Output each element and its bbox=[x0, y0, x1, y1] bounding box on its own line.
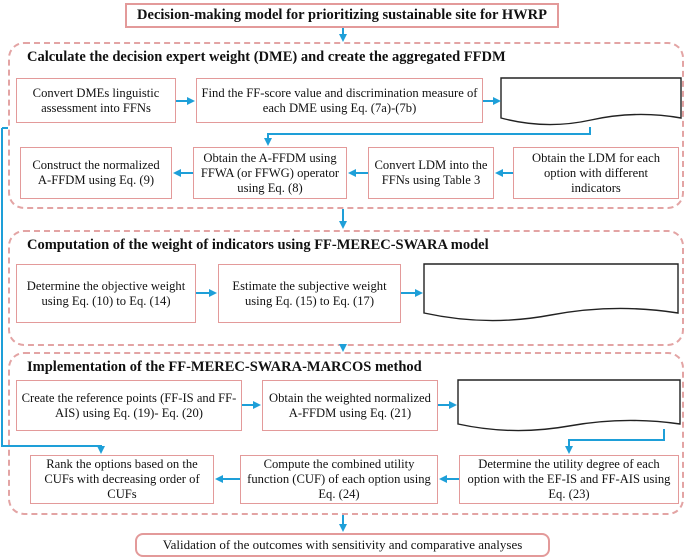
step-normalized-affdm: Construct the normalized A-FFDM using Eq… bbox=[20, 147, 172, 199]
diagram-title: Decision-making model for prioritizing s… bbox=[125, 3, 559, 28]
step-obtain-affdm: Obtain the A-FFDM using FFWA (or FFWG) o… bbox=[193, 147, 347, 199]
step-convert-ldm: Convert LDM into the FFNs using Table 3 bbox=[368, 147, 494, 199]
section-dme-weight-title: Calculate the decision expert weight (DM… bbox=[27, 49, 506, 65]
diagram-title-text: Decision-making model for prioritizing s… bbox=[137, 7, 547, 23]
section-dme-weight bbox=[8, 42, 684, 209]
section-indicator-weight-title: Computation of the weight of indicators … bbox=[27, 237, 489, 253]
validation-box: Validation of the outcomes with sensitiv… bbox=[135, 533, 550, 557]
step-weighted-sum-rating: Compute the weighted sum rating of each … bbox=[461, 387, 675, 416]
step-combined-utility: Compute the combined utility function (C… bbox=[240, 455, 438, 504]
step-reference-points: Create the reference points (FF-IS and F… bbox=[16, 380, 242, 431]
step-objective-weight: Determine the objective weight using Eq.… bbox=[16, 264, 196, 323]
step-convert-dme-assessment: Convert DMEs linguistic assessment into … bbox=[16, 78, 176, 123]
step-weighted-normalized: Obtain the weighted normalized A-FFDM us… bbox=[262, 380, 438, 431]
step-ff-score-discrimination: Find the FF-score value and discriminati… bbox=[196, 78, 483, 123]
section-marcos-method-title: Implementation of the FF-MEREC-SWARA-MAR… bbox=[27, 359, 422, 375]
step-integrated-weight: Find the integrated weight of each indic… bbox=[425, 274, 676, 303]
step-subjective-weight: Estimate the subjective weight using Eq.… bbox=[218, 264, 401, 323]
validation-text: Validation of the outcomes with sensitiv… bbox=[162, 537, 523, 552]
step-utility-degree: Determine the utility degree of each opt… bbox=[459, 455, 679, 504]
step-obtain-ldm: Obtain the LDM for each option with diff… bbox=[513, 147, 679, 199]
step-dme-weight: Find the weight of each DME using Eq. (7… bbox=[516, 82, 667, 111]
step-rank-options: Rank the options based on the CUFs with … bbox=[30, 455, 214, 504]
